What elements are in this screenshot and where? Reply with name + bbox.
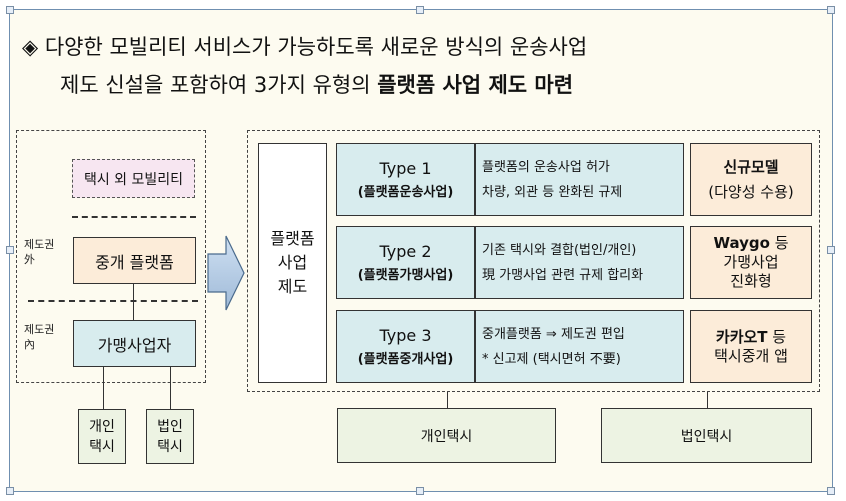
type-2-description: 기존 택시와 결합(법인/개인) 現 가맹사업 관련 규제 합리화 (482, 242, 644, 283)
connector-type-individual (447, 392, 448, 408)
type-1-example-bold: 신규모델 (723, 157, 779, 176)
taxi-other-mobility-box: 택시 외 모빌리티 (72, 159, 195, 198)
type-1-example: 신규모델 (다양성 수용) (708, 158, 793, 202)
broker-platform-box: 중개 플랫폼 (73, 237, 196, 284)
corporate-taxi-label-bottom: 법인택시 (680, 428, 733, 445)
individual-taxi-box-left: 개인 택시 (78, 409, 126, 464)
resize-handle-tr[interactable] (827, 6, 835, 14)
type-3-name: Type 3 (379, 325, 432, 345)
inside-system-label: 제도권 內 (24, 323, 55, 351)
taxi-other-mobility-label: 택시 외 모빌리티 (83, 171, 184, 188)
type-1-name-box: Type 1 (플랫폼운송사업) (336, 143, 475, 216)
resize-handle-mr[interactable] (827, 246, 835, 254)
title-line-2-plain: 제도 신설을 포함하여 3가지 유형의 (60, 73, 378, 97)
corporate-taxi-label-left: 법인 택시 (157, 418, 183, 455)
type-3-example-rest: 등 택시중개 앱 (714, 327, 788, 365)
title-line-1: ◈ 다양한 모빌리티 서비스가 가능하도록 새로운 방식의 운송사업 (22, 35, 588, 59)
type-2-example-rest: 등 가맹사업 진화형 (723, 234, 789, 290)
type-2-example-bold: Waygo (713, 234, 770, 252)
divider-bottom (28, 300, 198, 302)
type-2-example: Waygo 등 가맹사업 진화형 (713, 234, 788, 291)
connector-type-corporate (707, 392, 708, 408)
resize-handle-bm[interactable] (416, 487, 424, 495)
type-2-example-box: Waygo 등 가맹사업 진화형 (690, 226, 812, 299)
type-1-name: Type 1 (379, 158, 432, 178)
individual-taxi-label-left: 개인 택시 (89, 418, 115, 455)
resize-handle-bl[interactable] (6, 487, 14, 495)
connector-franchise-corporate (170, 367, 171, 409)
type-2-description-box: 기존 택시와 결합(법인/개인) 現 가맹사업 관련 규제 합리화 (475, 226, 684, 299)
type-1-example-rest: (다양성 수용) (708, 182, 794, 201)
divider-top (72, 216, 196, 218)
corporate-taxi-box-left: 법인 택시 (146, 409, 194, 464)
type-3-name-box: Type 3 (플랫폼중개사업) (336, 310, 475, 383)
platform-system-box: 플랫폼 사업 제도 (258, 143, 327, 383)
type-3-subtitle: (플랫폼중개사업) (357, 351, 454, 367)
corporate-taxi-box-bottom: 법인택시 (601, 408, 812, 463)
type-3-example-bold: 카카오T (715, 327, 768, 346)
title-line-2-bold: 플랫폼 사업 제도 마련 (377, 73, 574, 97)
type-3-example: 카카오T 등 택시중개 앱 (714, 328, 788, 366)
individual-taxi-box-bottom: 개인택시 (337, 408, 556, 463)
type-2-name: Type 2 (379, 241, 432, 261)
franchise-box: 가맹사업자 (73, 320, 196, 367)
type-2-name-box: Type 2 (플랫폼가맹사업) (336, 226, 475, 299)
franchise-label: 가맹사업자 (97, 335, 172, 355)
resize-handle-tm[interactable] (416, 6, 424, 14)
resize-handle-tl[interactable] (6, 6, 14, 14)
type-3-example-box: 카카오T 등 택시중개 앱 (690, 310, 812, 383)
right-arrow-icon (207, 235, 245, 311)
title-line-2: 제도 신설을 포함하여 3가지 유형의 플랫폼 사업 제도 마련 (60, 68, 573, 102)
left-region (16, 130, 206, 383)
type-1-example-box: 신규모델 (다양성 수용) (690, 143, 812, 216)
platform-system-label: 플랫폼 사업 제도 (270, 229, 315, 296)
outside-system-label: 제도권 外 (24, 238, 55, 266)
type-1-description: 플랫폼의 운송사업 허가 차량, 외관 등 완화된 규제 (482, 159, 623, 200)
connector-franchise-individual (103, 367, 104, 409)
resize-handle-br[interactable] (827, 487, 835, 495)
connector-broker-franchise (133, 284, 134, 320)
right-region (247, 130, 820, 392)
type-2-subtitle: (플랫폼가맹사업) (357, 267, 454, 283)
type-3-description-box: 중개플랫폼 ⇒ 제도권 편입 * 신고제 (택시면허 不要) (475, 310, 684, 383)
broker-platform-label: 중개 플랫폼 (95, 252, 174, 272)
resize-handle-ml[interactable] (6, 246, 14, 254)
individual-taxi-label-bottom: 개인택시 (420, 428, 473, 445)
type-1-description-box: 플랫폼의 운송사업 허가 차량, 외관 등 완화된 규제 (475, 143, 684, 216)
type-1-subtitle: (플랫폼운송사업) (357, 184, 454, 200)
type-3-description: 중개플랫폼 ⇒ 제도권 편입 * 신고제 (택시면허 不要) (482, 326, 625, 367)
